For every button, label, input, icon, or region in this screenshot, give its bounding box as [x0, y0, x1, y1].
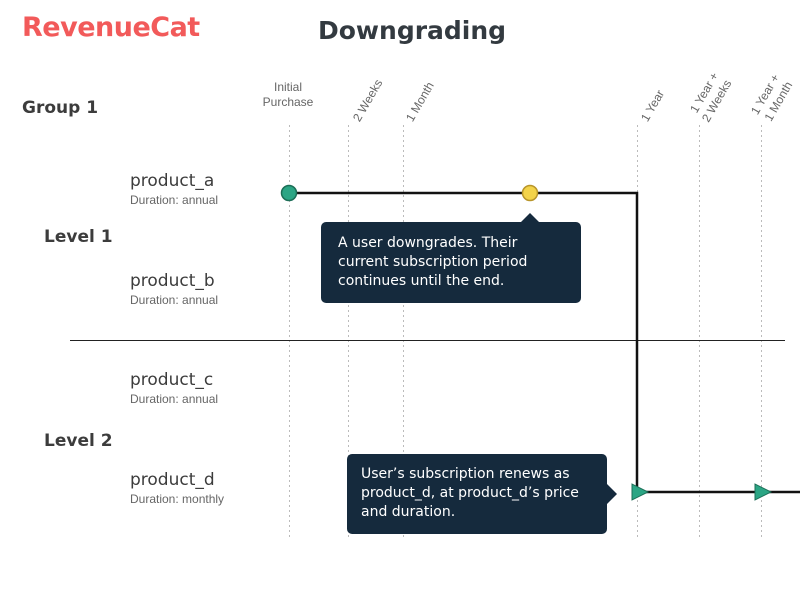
purchase-marker: [280, 184, 298, 202]
product-a-duration: Duration: annual: [130, 193, 219, 207]
downgrade-callout: A user downgrades. Their current subscri…: [321, 213, 581, 303]
product-b-duration: Duration: annual: [130, 293, 219, 307]
revenuecat-logo: RevenueCat: [22, 12, 200, 43]
product-b: product_b Duration: annual: [130, 271, 218, 308]
group-label: Group 1: [22, 98, 99, 118]
product-d-duration: Duration: monthly: [130, 492, 225, 506]
renewal-callout: User’s subscription renews as product_d,…: [347, 454, 617, 534]
downgrade-marker: [521, 184, 539, 202]
renewal-marker-1-year-1-month: [754, 483, 773, 501]
product-c-duration: Duration: annual: [130, 392, 219, 406]
product-d-name: product_d: [130, 470, 215, 490]
product-b-name: product_b: [130, 271, 215, 291]
subscription-path: [289, 191, 800, 494]
callout-arrow-right: [607, 484, 617, 504]
level-2-label: Level 2: [44, 431, 113, 451]
renewal-callout-text: User’s subscription renews as product_d,…: [361, 466, 579, 520]
callout-arrow-up: [521, 213, 539, 222]
level-1-label: Level 1: [44, 227, 113, 247]
tick-label-initial-purchase: Initial Purchase: [262, 80, 314, 109]
product-d: product_d Duration: monthly: [130, 470, 224, 507]
product-a-name: product_a: [130, 171, 215, 191]
downgrade-callout-text: A user downgrades. Their current subscri…: [338, 235, 528, 289]
product-c-name: product_c: [130, 370, 214, 390]
page-title: Downgrading: [318, 16, 507, 45]
product-a: product_a Duration: annual: [130, 171, 218, 208]
renewal-marker-1-year: [631, 483, 650, 501]
product-c: product_c Duration: annual: [130, 370, 218, 407]
